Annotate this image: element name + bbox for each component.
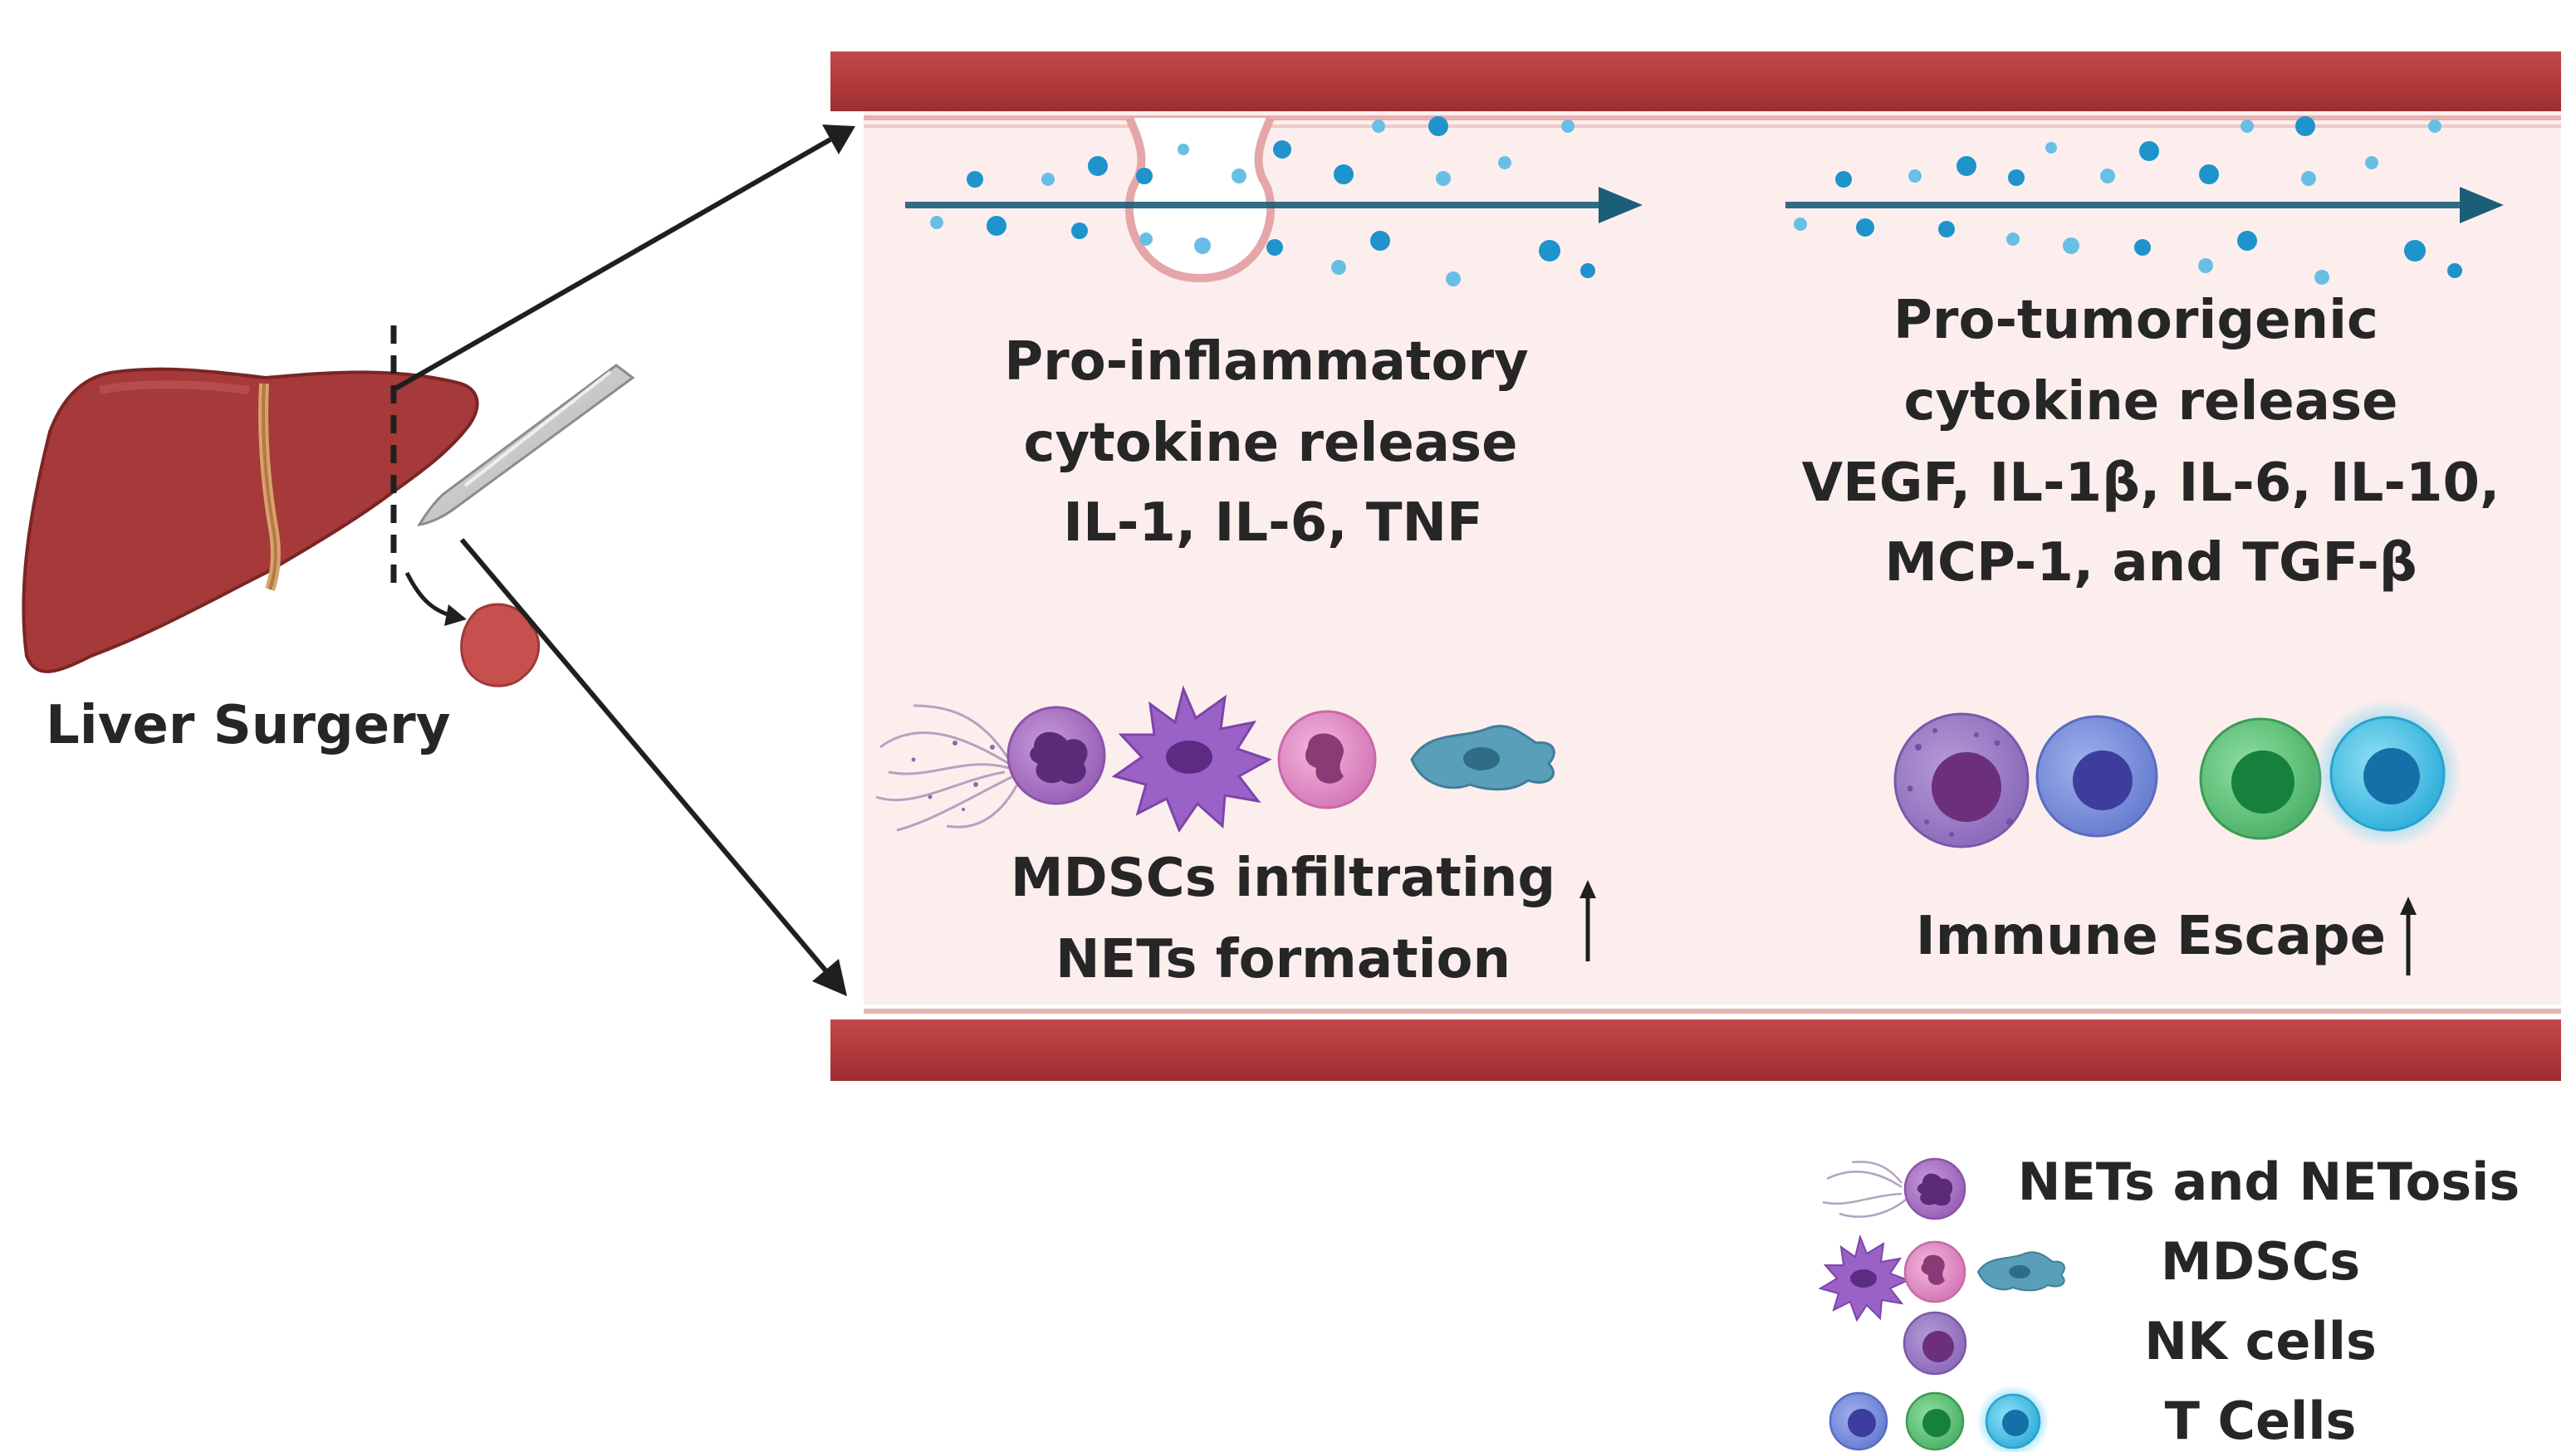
nets-formation-label: NETs formation [1055, 929, 1511, 990]
legend-icon-mdscs [1818, 1234, 2065, 1322]
t-cell-blue-icon [2035, 715, 2158, 838]
net-debris-icon [911, 741, 995, 811]
pro-tumorigenic-line1: Pro-tumorigenic [1893, 290, 2378, 351]
right-cell-row [1893, 699, 2462, 848]
left-cell-row [875, 685, 1555, 834]
increase-arrow-left [1579, 880, 1596, 961]
legend-icon-nets [1822, 1157, 1966, 1220]
mdscs-infiltrating-label: MDSCs infiltrating [1010, 848, 1556, 909]
mdsc-dendritic-icon [1111, 685, 1272, 834]
flow-arrows [905, 187, 2504, 223]
pro-tumorigenic-line4: MCP-1, and TGF-β [1884, 532, 2417, 594]
flow-arrow-right [1785, 187, 2504, 223]
mdsc-monocytic-icon [1277, 710, 1377, 809]
secretory-vesicle [1124, 116, 1276, 283]
legend-label-nk: NK cells [2144, 1311, 2377, 1371]
flow-arrow-left [905, 187, 1643, 223]
zoom-arrow-top [394, 125, 855, 391]
legend-icon-tcells [1829, 1385, 2050, 1452]
liver-surgery-label: Liver Surgery [46, 695, 451, 756]
net-strands-icon [875, 704, 1019, 832]
t-cell-activated-icon [2313, 699, 2462, 848]
t-cell-green-icon [2199, 717, 2322, 840]
cytokines-right [1794, 116, 2462, 285]
pro-inflammatory-line1: Pro-inflammatory [1004, 331, 1529, 393]
cytokines-left [930, 116, 1595, 286]
liver-icon [22, 367, 479, 673]
blood-vessel [830, 51, 2561, 1081]
legend-label-nets: NETs and NETosis [2017, 1151, 2520, 1212]
legend-label-tcells: T Cells [2164, 1391, 2357, 1451]
neutrophil-netosis-icon [1006, 706, 1106, 805]
mdsc-granulocytic-icon [1410, 725, 1555, 791]
nk-cell-icon [1893, 712, 2030, 848]
legend-icon-nk [1903, 1311, 1967, 1376]
legend-label-mdscs: MDSCs [2160, 1231, 2361, 1292]
pro-tumorigenic-line3: VEGF, IL-1β, IL-6, IL-10, [1801, 452, 2500, 514]
immune-escape-label: Immune Escape [1915, 906, 2387, 967]
pro-inflammatory-line3: IL-1, IL-6, TNF [1063, 492, 1483, 554]
resection-arrow [404, 571, 467, 626]
pro-tumorigenic-line2: cytokine release [1903, 371, 2398, 433]
scalpel-icon [417, 364, 635, 526]
vessel-wall-top [830, 51, 2561, 111]
increase-arrow-right [2400, 897, 2417, 975]
zoom-arrow-bottom [459, 538, 847, 996]
vessel-wall-bottom [830, 1019, 2561, 1081]
pro-inflammatory-line2: cytokine release [1023, 413, 1518, 474]
